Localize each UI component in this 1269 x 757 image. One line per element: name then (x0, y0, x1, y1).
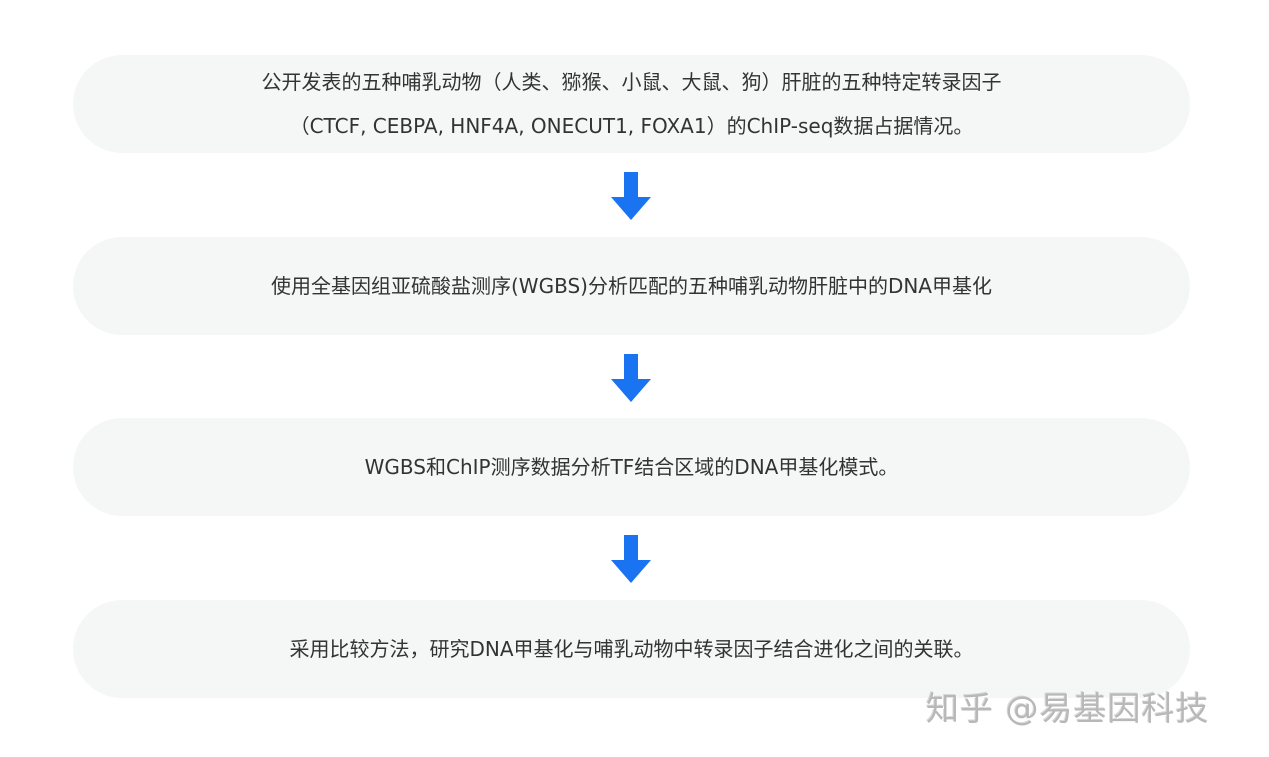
step-box-2: 使用全基因组亚硫酸盐测序(WGBS)分析匹配的五种哺乳动物肝脏中的DNA甲基化 (73, 237, 1190, 335)
step-1-line-2: （CTCF, CEBPA, HNF4A, ONECUT1, FOXA1）的ChI… (289, 114, 974, 138)
step-3-line-1: WGBS和ChIP测序数据分析TF结合区域的DNA甲基化模式。 (364, 455, 899, 479)
arrow-down-icon (611, 172, 651, 222)
step-2-line-1: 使用全基因组亚硫酸盐测序(WGBS)分析匹配的五种哺乳动物肝脏中的DNA甲基化 (271, 274, 992, 298)
step-box-4: 采用比较方法，研究DNA甲基化与哺乳动物中转录因子结合进化之间的关联。 (73, 600, 1190, 698)
step-4-line-1: 采用比较方法，研究DNA甲基化与哺乳动物中转录因子结合进化之间的关联。 (289, 637, 974, 661)
step-box-3: WGBS和ChIP测序数据分析TF结合区域的DNA甲基化模式。 (73, 418, 1190, 516)
step-box-1: 公开发表的五种哺乳动物（人类、猕猴、小鼠、大鼠、狗）肝脏的五种特定转录因子 （C… (73, 55, 1190, 153)
arrow-down-icon (611, 354, 651, 404)
watermark: 知乎 @易基因科技 (926, 689, 1210, 728)
step-1-line-1: 公开发表的五种哺乳动物（人类、猕猴、小鼠、大鼠、狗）肝脏的五种特定转录因子 (261, 70, 1002, 94)
arrow-down-icon (611, 535, 651, 585)
